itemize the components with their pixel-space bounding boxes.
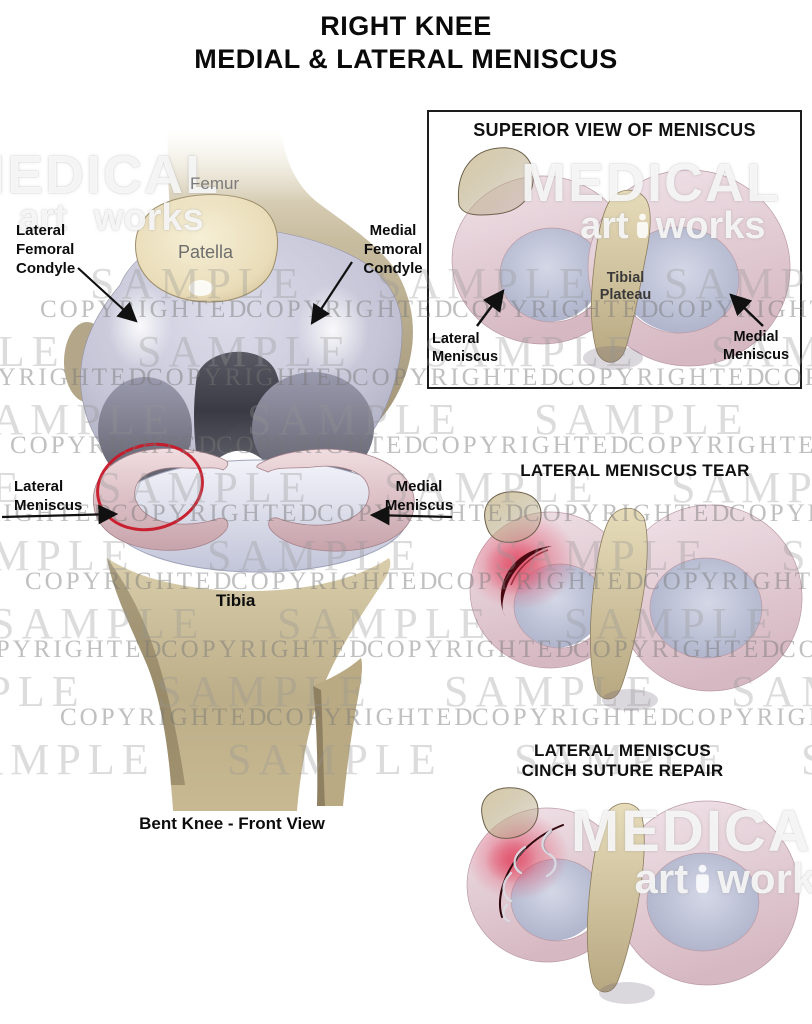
- fibula-bone: [313, 658, 363, 806]
- cinch-suture-repair-illustration: [466, 787, 800, 1004]
- page-title-line1: RIGHT KNEE: [320, 11, 492, 41]
- lobe-cleft-shadow: [602, 689, 658, 711]
- tibial-spine: [590, 189, 651, 363]
- repair-title-line2: CINCH SUTURE REPAIR: [521, 761, 724, 780]
- tibial-spine: [589, 507, 648, 700]
- label-line: Lateral: [432, 331, 480, 347]
- lateral-tibial-cavity: [492, 222, 602, 322]
- femur-label: Femur: [190, 174, 240, 193]
- knee-front-illustration: [15, 130, 455, 811]
- label-line: Meniscus: [722, 347, 790, 363]
- superior-panel-title: SUPERIOR VIEW OF MENISCUS: [473, 120, 756, 140]
- label-line: Meniscus: [14, 497, 83, 514]
- panel-medial-meniscus-label: Medial Meniscus: [718, 328, 794, 364]
- suture-shadow-lines: [516, 831, 553, 873]
- tear-figure-title: LATERAL MENISCUS TEAR: [520, 461, 750, 480]
- repair-title-line1: LATERAL MENISCUS: [533, 741, 711, 760]
- label-line: Lateral: [14, 478, 64, 495]
- label-line: Medial: [733, 329, 779, 345]
- tibia-label: Tibia: [216, 591, 256, 610]
- bone-horn: [481, 787, 539, 839]
- tear-location-circle: [96, 442, 204, 532]
- medial-tibial-cavity: [620, 223, 744, 333]
- condyle-highlight-lateral: [108, 284, 172, 368]
- label-line: Tibial: [606, 270, 645, 286]
- medial-meniscus-shape: [256, 448, 415, 552]
- label-line: Femoral: [16, 241, 75, 258]
- sample-watermark: SAMPLE: [534, 395, 750, 444]
- tibial-spine: [586, 802, 645, 993]
- label-line: Condyle: [363, 260, 423, 277]
- panel-lateral-meniscus-label: Lateral Meniscus: [432, 330, 498, 366]
- lateral-femoral-condyle-label: Lateral Femoral Condyle: [16, 221, 75, 278]
- tibia-bone: [107, 558, 391, 811]
- meniscus-tear-streak: [510, 549, 549, 586]
- bone-horn: [457, 147, 534, 216]
- lobe-cleft-shadow: [599, 982, 655, 1004]
- lateral-meniscus-label: Lateral Meniscus: [14, 477, 82, 515]
- sample-watermark: SAMPLE: [801, 734, 812, 785]
- lobe-cleft-shadow: [583, 346, 643, 370]
- medial-tibial-cavity: [647, 851, 763, 953]
- patella-highlight: [189, 280, 213, 296]
- condyle-highlight-medial: [297, 284, 369, 376]
- copyrighted-watermark: COPYRIGHTED: [628, 432, 812, 459]
- medial-femoral-condyle-label: Medial Femoral Condyle: [352, 221, 434, 278]
- femur-top-fade: [15, 130, 455, 202]
- repair-figure-title: LATERAL MENISCUS CINCH SUTURE REPAIR: [460, 741, 785, 781]
- page-title-line2: MEDIAL & LATERAL MENISCUS: [194, 44, 618, 74]
- patella-label: Patella: [178, 242, 234, 262]
- medial-meniscus-label: Medial Meniscus: [383, 477, 455, 515]
- label-line: Condyle: [16, 260, 76, 277]
- meniscus-tear-illustration: [469, 491, 803, 711]
- fibula-shading: [313, 686, 325, 806]
- label-line: Lateral: [16, 222, 66, 239]
- repaired-tear-line: [498, 824, 564, 918]
- label-line: Meniscus: [384, 497, 454, 514]
- label-line: Medial: [395, 478, 443, 495]
- label-line: Femoral: [363, 241, 423, 258]
- bent-knee-caption: Bent Knee - Front View: [139, 814, 325, 833]
- label-line: Medial: [369, 222, 417, 239]
- cinch-sutures: [502, 828, 557, 923]
- bone-horn: [484, 491, 542, 543]
- label-line: Meniscus: [432, 349, 499, 365]
- tibial-plateau-label: Tibial Plateau: [588, 270, 663, 304]
- label-line: Plateau: [599, 287, 652, 303]
- tibia-shading: [107, 558, 185, 785]
- medial-tibial-cavity: [650, 556, 766, 660]
- page-title: RIGHT KNEE MEDIAL & LATERAL MENISCUS: [0, 10, 812, 76]
